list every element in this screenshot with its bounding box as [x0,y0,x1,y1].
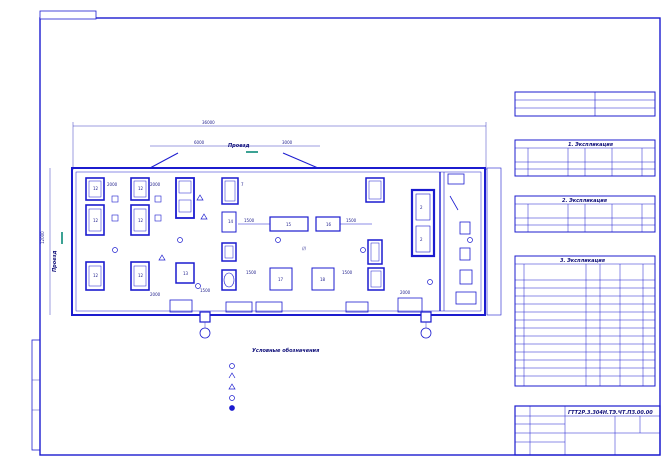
dim-i3: 1500 [244,218,255,223]
legend-symbol-1 [229,363,235,369]
right-label-band [486,167,502,316]
label-11c: 12 [93,273,99,278]
direction-label-left: Проезд [52,250,58,272]
dim-i2: 2000 [150,182,161,187]
gate-door-2 [282,152,319,169]
top-stamp-box [39,10,97,20]
column-2 [420,311,432,323]
direction-label-top: Проезд [228,143,250,149]
column-1 [199,311,211,323]
label-11b: 12 [93,218,99,223]
label-7: 7 [241,182,244,187]
legend-title: Условные обозначения [252,347,320,354]
table-2-title: 2. Экспликация [562,198,608,204]
equipment-right-bay [410,172,477,311]
label-2b: 2 [420,237,423,242]
label-18: 18 [320,277,326,282]
axis-marker-1 [199,327,211,339]
table-1-title: 1. Экспликация [568,142,614,148]
floor-symbols [112,194,473,289]
label-15: 15 [286,222,292,227]
label-2a: 2 [420,205,423,210]
legend-symbol-3 [228,383,236,390]
equipment-middle-left [169,177,283,313]
floor-plan: 36000 6000 3000 Проезд 12000 Проезд [40,120,502,339]
gate-door-1 [149,152,179,169]
sheet-border [39,17,661,456]
dim-i1: 2000 [107,182,118,187]
label-12a: 12 [138,186,144,191]
axis-marker-2 [420,327,432,339]
title-designation: ГТТ2Р.3.304Н.ТЭ.ЧТ.ПЗ.00.00 [568,410,653,416]
label-17: 17 [278,277,284,282]
central-line [238,177,423,313]
label-12c: 12 [138,273,144,278]
equipment-left-bay [85,177,162,291]
dim-i8: 2000 [400,290,411,295]
label-14: 14 [228,219,234,224]
building-outline [71,167,486,316]
label-11a: 12 [93,186,99,191]
spec-table-top [514,91,656,117]
label-12b: 12 [138,218,144,223]
table-3: 3. Экспликация [514,255,656,387]
dim-top-overall: 36000 [202,120,215,125]
legend-symbol-5 [229,405,235,411]
dim-gate-1: 6000 [194,140,205,145]
legend-symbol-4 [229,395,235,401]
legend-symbol-2 [228,372,236,379]
hatch-mark: /// [302,246,307,251]
table-2: 2. Экспликация [514,195,656,233]
left-archive-strip [31,339,41,451]
table-3-title: 3. Экспликация [560,258,606,264]
dim-left: 12000 [40,231,45,244]
dim-i7: 2000 [150,292,161,297]
dim-i9: 1500 [200,288,211,293]
legend: Условные обозначения [228,347,320,411]
dim-i5: 1500 [246,270,257,275]
dim-gate-2: 3000 [282,140,293,145]
dim-i4: 1500 [346,218,357,223]
title-block: ГТТ2Р.3.304Н.ТЭ.ЧТ.ПЗ.00.00 [514,405,661,456]
label-13: 13 [183,271,189,276]
table-1: 1. Экспликация [514,139,656,177]
dim-i6: 1500 [342,270,353,275]
label-16: 16 [326,222,332,227]
